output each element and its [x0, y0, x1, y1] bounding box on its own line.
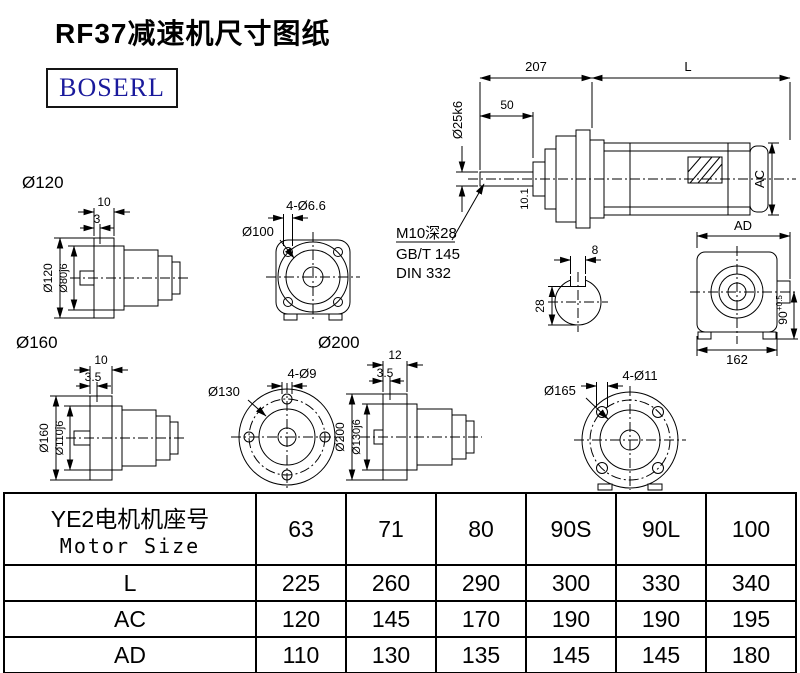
- dim-AD: AD: [734, 218, 752, 233]
- table-header-row: YE2电机机座号 Motor Size 63 71 80 90S 90L 100: [3, 492, 797, 566]
- note-gb-standard: GB/T 145: [396, 246, 460, 263]
- value-cell: 225: [255, 564, 347, 602]
- header-en: Motor Size: [59, 534, 201, 558]
- dim-flange130-circle: Ø130: [208, 384, 240, 399]
- dim-50: 50: [500, 98, 514, 112]
- value-cell: 110: [255, 636, 347, 673]
- flange120-label: Ø120: [22, 173, 64, 192]
- round-flange165-view: 4-Ø11 Ø165: [544, 368, 686, 491]
- dim-90: 90: [776, 311, 790, 325]
- round-flange130-view: 4-Ø9 Ø130: [208, 366, 343, 489]
- size-header-cell: 80: [435, 492, 527, 566]
- dim-AC: AC: [752, 170, 767, 188]
- value-cell: 330: [615, 564, 707, 602]
- value-cell: 260: [345, 564, 437, 602]
- motor-size-header-cell: YE2电机机座号 Motor Size: [3, 492, 257, 566]
- flange200-label: Ø200: [318, 333, 360, 352]
- dim-key-width: 8: [592, 243, 599, 257]
- dim-key-height: 28: [533, 299, 547, 313]
- flange200-side-view: Ø200 12 3.5: [318, 333, 482, 481]
- dim-flange130-holes: 4-Ø9: [288, 366, 317, 381]
- boserl-logo: BOSERL: [46, 68, 178, 108]
- dim-L: L: [684, 59, 691, 74]
- dim-flange200-pilot: Ø130j6: [351, 419, 363, 454]
- dim-10-1: 10.1: [519, 188, 531, 209]
- row-label-L: L: [3, 564, 257, 602]
- value-cell: 340: [705, 564, 797, 602]
- table-row-AC: AC 120 145 170 190 190 195: [3, 600, 797, 638]
- dim-flange160-step: 3.5: [85, 370, 102, 384]
- dim-front100-circle: Ø100: [242, 224, 274, 239]
- value-cell: 135: [435, 636, 527, 673]
- value-cell: 120: [255, 600, 347, 638]
- size-header-cell: 63: [255, 492, 347, 566]
- flange160-label: Ø160: [16, 333, 58, 352]
- note-thread: M10深28: [396, 225, 457, 242]
- dim-flange200-step: 3.5: [377, 366, 394, 380]
- value-cell: 180: [705, 636, 797, 673]
- drawing-canvas: 207 L 50 Ø25k6 10.1 AC M10深28: [16, 59, 798, 491]
- page-title: RF37减速机尺寸图纸: [55, 18, 331, 49]
- size-header-cell: 90S: [525, 492, 617, 566]
- dim-shaft-diameter: Ø25k6: [450, 101, 465, 139]
- shaft-section-view: 8 28: [533, 243, 608, 332]
- flange160-side-view: Ø160 10 3.5: [16, 333, 186, 481]
- value-cell: 290: [435, 564, 527, 602]
- value-cell: 190: [525, 600, 617, 638]
- value-cell: 195: [705, 600, 797, 638]
- motor-size-table: YE2电机机座号 Motor Size 63 71 80 90S 90L 100…: [3, 492, 797, 673]
- dim-flange160-thickness: 10: [94, 353, 108, 367]
- header-cn: YE2电机机座号: [50, 506, 210, 532]
- value-cell: 145: [615, 636, 707, 673]
- dim-flange200-od: Ø200: [333, 422, 347, 452]
- value-cell: 145: [525, 636, 617, 673]
- dim-flange200-thickness: 12: [388, 348, 402, 362]
- row-label-AD: AD: [3, 636, 257, 673]
- table-row-L: L 225 260 290 300 330 340: [3, 564, 797, 602]
- front-flange100-view: 4-Ø6.6 Ø100: [242, 198, 360, 322]
- ad-rear-view: AD 90 +0.5 162: [690, 218, 798, 367]
- dim-flange120-step: 3: [94, 212, 101, 226]
- dim-flange160-od: Ø160: [37, 423, 51, 453]
- value-cell: 145: [345, 600, 437, 638]
- row-label-AC: AC: [3, 600, 257, 638]
- dim-flange120-thickness: 10: [97, 195, 111, 209]
- dim-207: 207: [525, 59, 547, 74]
- dim-flange160-pilot: Ø110j6: [54, 421, 66, 456]
- size-header-cell: 90L: [615, 492, 707, 566]
- flange120-side-view: Ø120 10 3: [22, 173, 188, 319]
- dim-162: 162: [726, 352, 748, 367]
- dim-flange165-holes: 4-Ø11: [622, 368, 657, 383]
- table-row-AD: AD 110 130 135 145 145 180: [3, 636, 797, 673]
- value-cell: 190: [615, 600, 707, 638]
- value-cell: 300: [525, 564, 617, 602]
- value-cell: 170: [435, 600, 527, 638]
- note-din-standard: DIN 332: [396, 265, 451, 282]
- assembly-view: 207 L 50 Ø25k6 10.1 AC M10深28: [396, 59, 796, 282]
- dim-flange120-od: Ø120: [41, 263, 55, 293]
- dim-90-tolerance: +0.5: [775, 295, 784, 311]
- dim-flange165-circle: Ø165: [544, 383, 576, 398]
- dim-flange120-pilot: Ø80j6: [58, 263, 70, 292]
- size-header-cell: 100: [705, 492, 797, 566]
- size-header-cell: 71: [345, 492, 437, 566]
- dim-front100-holes: 4-Ø6.6: [286, 198, 326, 213]
- value-cell: 130: [345, 636, 437, 673]
